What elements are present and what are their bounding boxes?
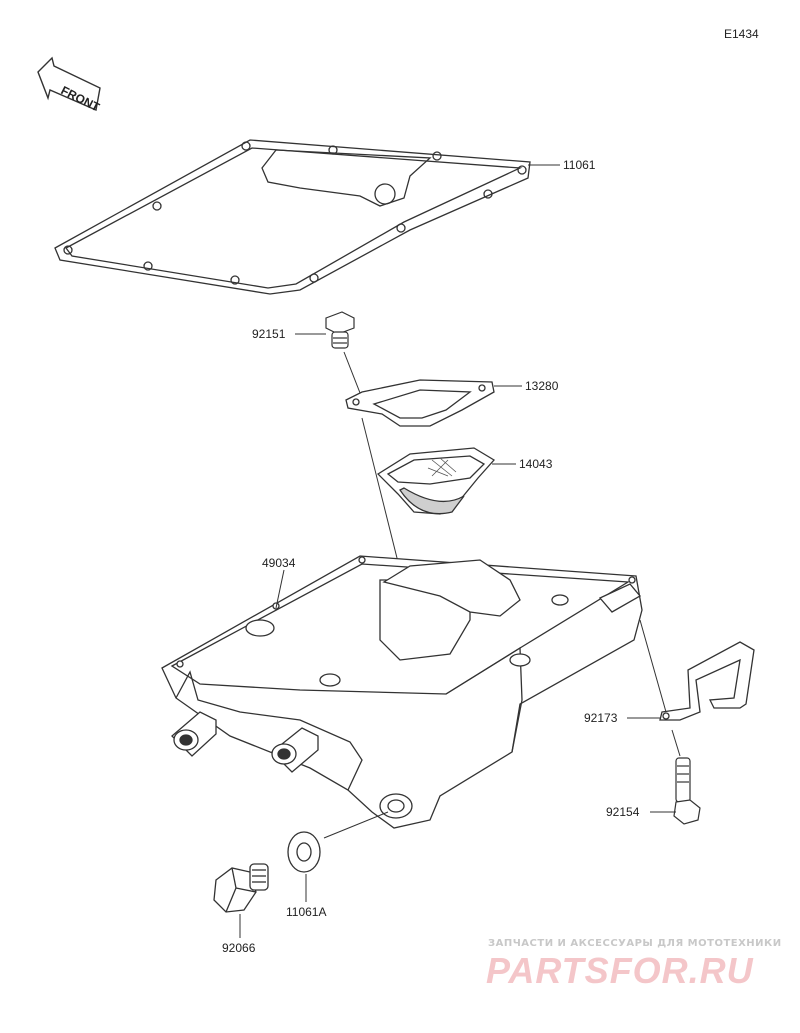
label-49034: 49034 [262,556,296,570]
washer-11061a [287,831,321,873]
oil-pan [161,555,643,829]
drain-plug-92066 [213,863,269,913]
oil-pan-gasket [54,139,531,295]
bolt-92154 [673,757,701,825]
oil-strainer [376,447,496,515]
label-14043: 14043 [519,457,553,471]
bolt-92151 [325,311,355,349]
label-92154: 92154 [606,805,640,819]
watermark-tagline: ЗАПЧАСТИ И АКСЕССУАРЫ ДЛЯ МОТОТЕХНИКИ [488,938,782,949]
label-92173: 92173 [584,711,618,725]
label-92066: 92066 [222,941,256,955]
label-11061: 11061 [563,158,596,172]
watermark-logo: PARTSFOR.RU [486,950,754,991]
label-92151: 92151 [252,327,286,341]
strainer-gasket [345,379,495,427]
diagram-code: E1434 [724,27,759,41]
label-13280: 13280 [525,379,559,393]
front-arrow-icon: FRONT [37,56,102,115]
bracket-92173 [659,641,755,721]
label-11061a: 11061A [286,905,326,919]
